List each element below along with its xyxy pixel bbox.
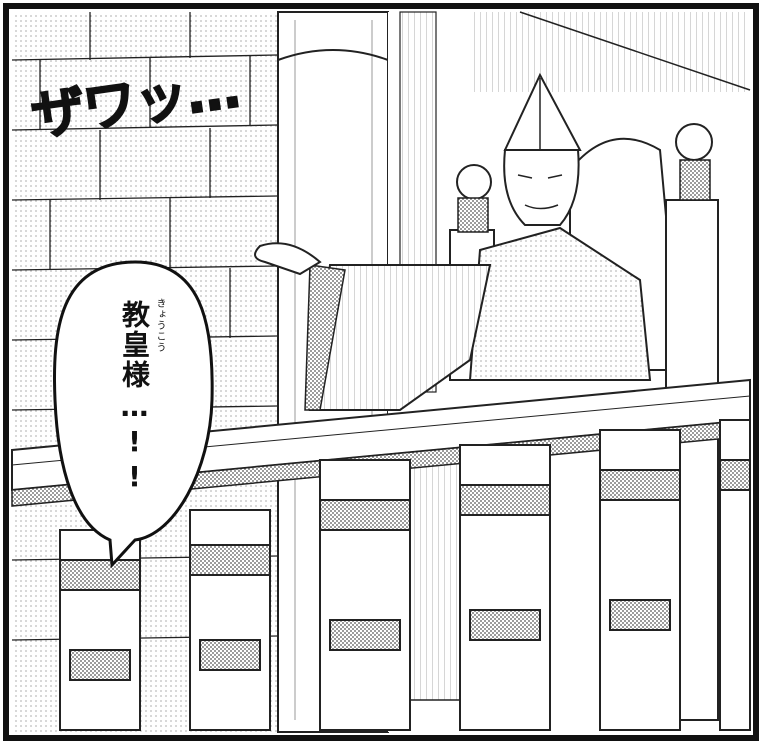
speech-bubble-text: 教皇様…!! [118,300,151,495]
balcony-railing [11,378,751,731]
panel-border [3,3,759,741]
furigana-ruby: きょうこう [154,298,165,353]
speech-bubble [53,260,214,569]
